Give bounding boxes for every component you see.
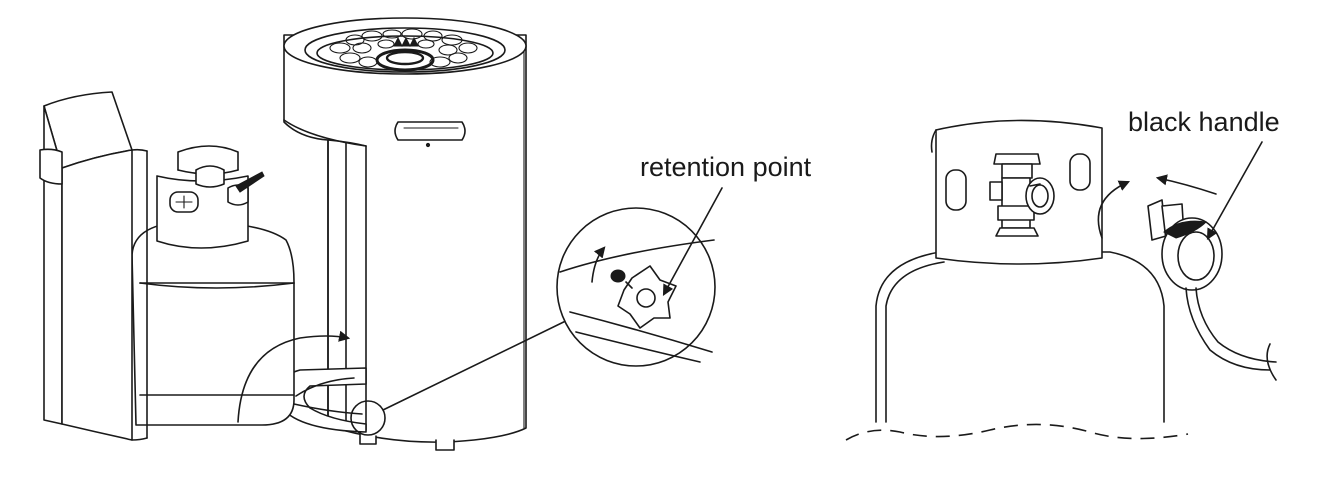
heater-assembly xyxy=(39,17,527,451)
tank-cut-line xyxy=(845,423,1189,441)
retention-point-marker xyxy=(350,400,386,436)
black-handle-callout xyxy=(1206,141,1263,240)
retention-point-label: retention point xyxy=(640,152,812,182)
retention-detail-zoom xyxy=(556,207,716,367)
swing-door-panel xyxy=(39,91,148,441)
retention-point-callout xyxy=(662,187,723,296)
retention-knob xyxy=(617,265,677,329)
propane-tank xyxy=(131,145,295,426)
zoom-leader-line xyxy=(382,314,579,411)
propane-tank-dome xyxy=(875,251,1165,423)
connect-arrow-curved xyxy=(1097,180,1131,239)
regulator xyxy=(1147,199,1277,381)
fire-glass-stones xyxy=(329,28,478,72)
rotation-arrow xyxy=(591,246,606,283)
tank-valve-assembly xyxy=(845,119,1277,441)
door-swing-arrow xyxy=(237,330,351,423)
black-handle-label: black handle xyxy=(1128,107,1280,137)
heater-body xyxy=(283,34,527,451)
carry-handle-slot xyxy=(394,121,466,148)
connect-arrow-upper xyxy=(1155,174,1217,195)
cylinder-valve xyxy=(989,153,1055,237)
black-handle xyxy=(1163,220,1208,239)
